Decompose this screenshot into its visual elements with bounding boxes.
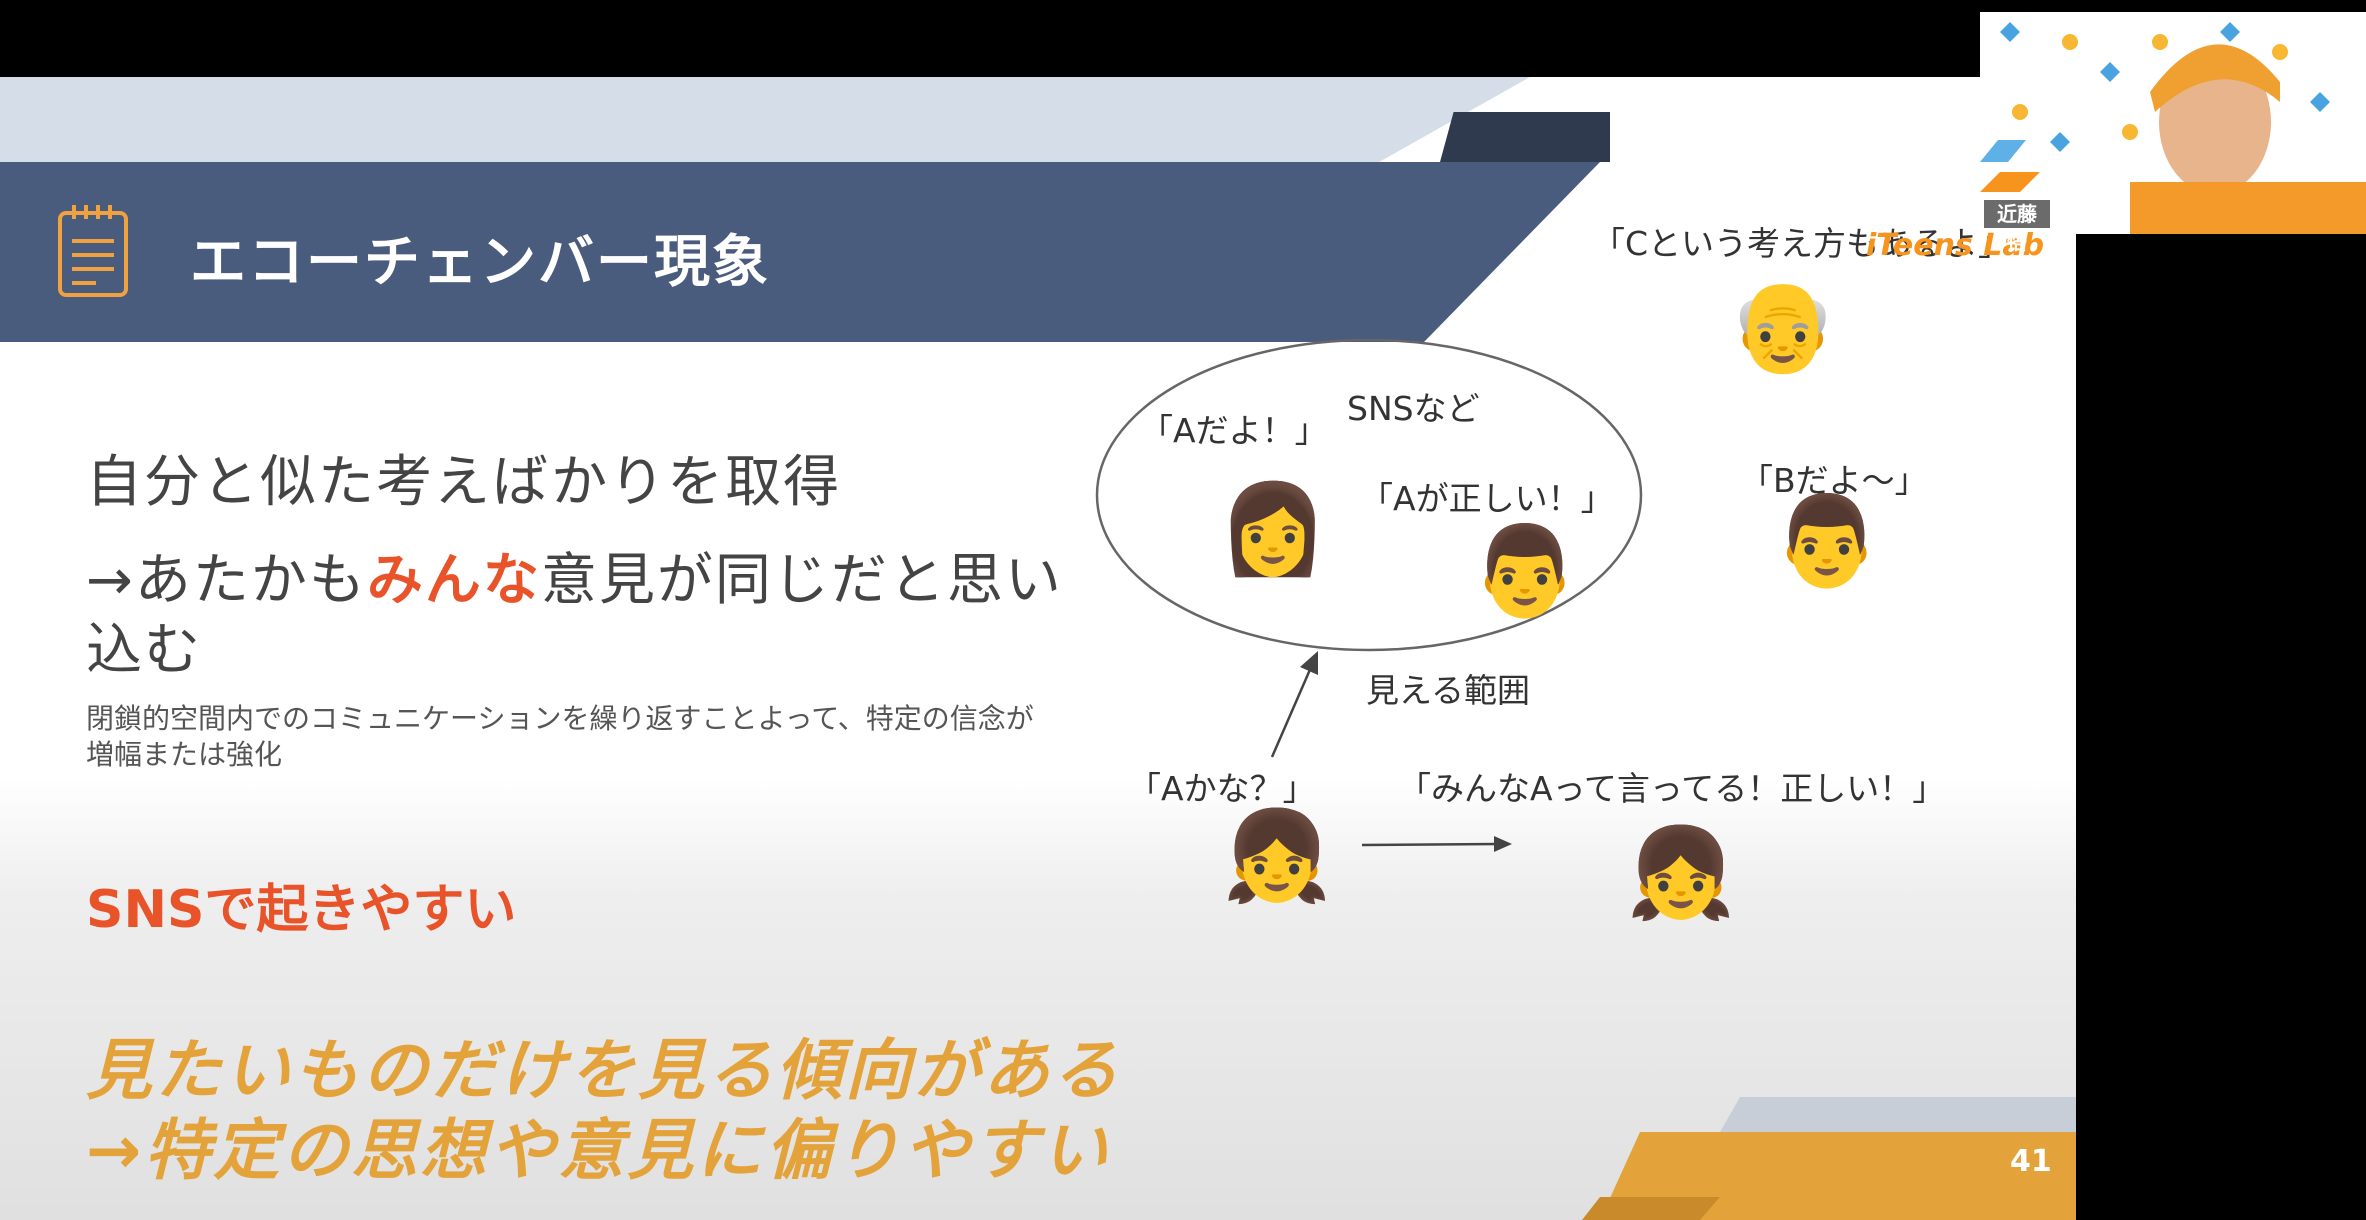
- girl-right-emoji: 👧: [1626, 821, 1736, 924]
- definition-line-1: 閉鎖的空間内でのコミュニケーションを繰り返すことよって、特定の信念が: [86, 702, 1034, 735]
- speaker-name-tag: 近藤 悟: [1984, 200, 2050, 254]
- diagram-lines: [1095, 338, 2076, 1220]
- quote-a-maybe: 「Aかな？」: [1128, 769, 1316, 808]
- visible-range-label: 見える範囲: [1366, 671, 1531, 710]
- arrow-right-line: [1361, 842, 1499, 847]
- arrow-right-head: [1494, 836, 1512, 852]
- old-man-emoji: 👴: [1728, 274, 1838, 377]
- woman-emoji: 👩: [1218, 477, 1328, 580]
- header-notch: [1440, 112, 1610, 162]
- consequence-suffix: 意見が同じだと思い: [540, 548, 1063, 613]
- conclusion-line-2: →特定の思想や意見に偏りやすい: [86, 1112, 1111, 1189]
- quote-b: 「Bだよ〜」: [1740, 461, 1928, 500]
- sns-bubble: [1095, 338, 1643, 652]
- brand-text: iTeens Lab: [1866, 228, 2045, 263]
- quote-everyone-says: 「みんなAって言ってる！正しい！」: [1398, 769, 1946, 808]
- quote-a-correct: 「Aが正しい！」: [1360, 479, 1614, 518]
- conclusion-line-1: 見たいものだけを見る傾向がある: [86, 1032, 1121, 1109]
- girl-left-emoji: 👧: [1222, 804, 1332, 907]
- consequence-line: →あたかもみんな意見が同じだと思い: [86, 535, 1063, 616]
- brand-logo-bottom: [1980, 172, 2040, 192]
- speaker-hair: [2150, 44, 2280, 112]
- man-outside-emoji: 👨: [1772, 489, 1882, 592]
- quote-c: 「Cという考え方もあるよ」: [1592, 224, 2012, 263]
- speaker-shirt: [2130, 182, 2366, 234]
- arrow-up-head: [1300, 651, 1318, 675]
- main-point: 自分と似た考えばかりを取得: [86, 450, 842, 515]
- brand-logo-top: [1980, 140, 2026, 162]
- header-bar: [0, 162, 1600, 342]
- notepad-icon: [58, 205, 128, 297]
- slide: エコーチェンバー現象 自分と似た考えばかりを取得 →あたかもみんな意見が同じだと…: [0, 77, 2076, 1220]
- emphasis-everyone: みんな: [366, 548, 541, 613]
- camera-backdrop: [1980, 22, 2366, 234]
- page-number: 41: [2010, 1144, 2052, 1179]
- consequence-continuation: 込む: [86, 618, 202, 683]
- camera-overlay: [1980, 12, 2366, 234]
- slide-title: エコーチェンバー現象: [190, 230, 770, 295]
- sns-heading: SNSで起きやすい: [86, 880, 517, 940]
- consequence-prefix: →あたかも: [86, 548, 367, 613]
- definition-line-2: 増幅または強化: [86, 738, 283, 771]
- man-in-bubble-emoji: 👨: [1470, 519, 1580, 622]
- footer-gold-shadow: [1582, 1197, 1720, 1220]
- quote-a-is: 「Aだよ！」: [1140, 411, 1328, 450]
- footer-gray-band: [1720, 1097, 2076, 1132]
- bubble-label: SNSなど: [1347, 389, 1480, 428]
- arrow-up-line: [1270, 664, 1314, 758]
